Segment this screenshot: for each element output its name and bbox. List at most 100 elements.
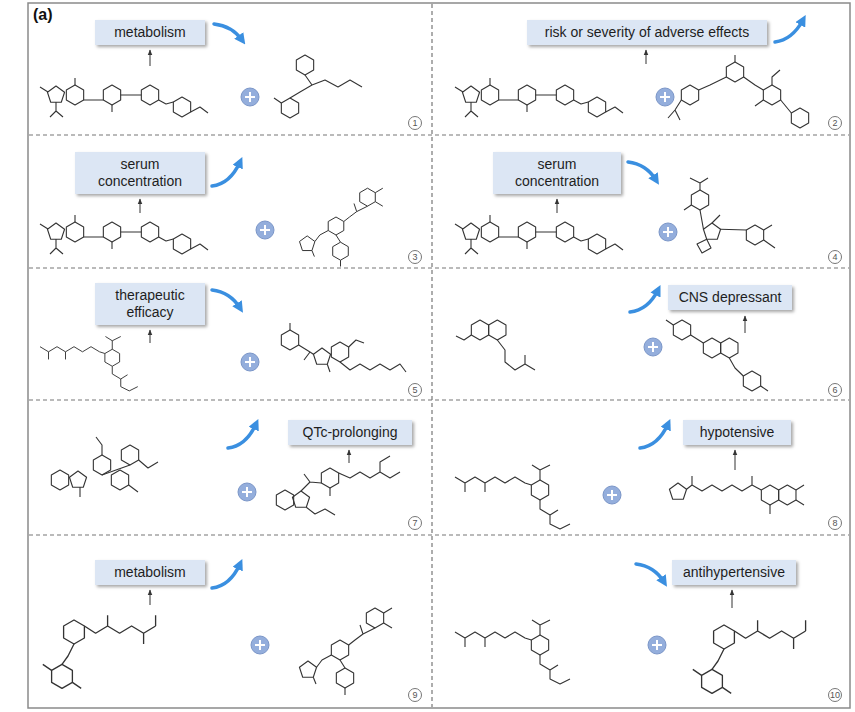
- trend-arrow: [214, 24, 242, 40]
- plus-symbol: [238, 483, 256, 501]
- molecule-structure: [455, 465, 570, 529]
- trend-arrow: [212, 162, 240, 186]
- molecule-structure: [331, 342, 348, 362]
- molecule-structure: [743, 371, 760, 391]
- molecule-structure: [281, 330, 298, 350]
- plus-symbol: [652, 640, 662, 650]
- molecule-structure: [703, 223, 720, 239]
- plus-symbol: [656, 88, 674, 106]
- molecule-structure: [313, 348, 330, 364]
- effect-label: serum concentration: [98, 156, 182, 189]
- plus-symbol: [603, 486, 621, 504]
- plus-symbol: [648, 636, 666, 654]
- molecule-structure: [779, 485, 796, 505]
- plus-symbol: [648, 636, 666, 654]
- callout-number: 10: [828, 688, 842, 702]
- effect-box: serum concentration: [493, 152, 621, 194]
- effect-box: metabolism: [95, 20, 205, 45]
- panel-divider: [29, 4, 849, 707]
- plus-symbol: [659, 223, 677, 241]
- effect-label: antihypertensive: [683, 564, 785, 580]
- effect-box: CNS depressant: [668, 285, 792, 310]
- callout-number: 5: [408, 383, 422, 397]
- plus-symbol: [256, 221, 274, 239]
- plus-symbol: [238, 483, 256, 501]
- effect-label: serum concentration: [515, 156, 599, 189]
- molecule-structure: [687, 476, 804, 514]
- pointer-arrow: [557, 199, 558, 213]
- molecule-structure: [681, 85, 698, 105]
- panel-title: (a): [33, 6, 53, 24]
- molecule-structure: [43, 615, 156, 688]
- molecule-structure: [40, 215, 208, 254]
- callout-number: 6: [828, 383, 842, 397]
- plus-symbol: [251, 636, 269, 654]
- plus-symbol: [255, 640, 265, 650]
- trend-arrow: [628, 162, 656, 180]
- pointer-arrow: [150, 50, 151, 66]
- plus-symbol: [659, 223, 677, 241]
- molecule-structure: [455, 620, 570, 684]
- molecule-structure: [669, 483, 686, 499]
- pointer-arrow: [349, 450, 350, 463]
- plus-symbol: [260, 225, 270, 235]
- effect-label: QTc-prolonging: [303, 424, 398, 440]
- molecule-structure: [281, 98, 298, 118]
- plus-symbol: [241, 353, 259, 371]
- molecule-structure: [455, 215, 623, 254]
- callout-number: 7: [408, 516, 422, 530]
- trend-arrow: [636, 564, 664, 582]
- panel-divider: [29, 534, 849, 535]
- plus-symbol: [245, 92, 255, 102]
- molecule-structure: [471, 320, 488, 340]
- effect-label: risk or severity of adverse effects: [545, 24, 749, 40]
- effect-box: therapeutic efficacy: [95, 283, 205, 325]
- molecule-structure: [684, 178, 775, 253]
- molecule-structure: [726, 62, 743, 82]
- molecule-structure: [746, 225, 763, 245]
- pointer-arrow: [646, 50, 647, 64]
- effect-box: risk or severity of adverse effects: [527, 20, 767, 45]
- molecule-structure: [276, 490, 293, 510]
- plus-symbol: [648, 342, 658, 352]
- molecule-structure: [693, 620, 806, 693]
- plus-symbol: [241, 88, 259, 106]
- pointer-arrow: [150, 590, 151, 605]
- figure-frame: [28, 3, 850, 708]
- molecule-structure: [93, 455, 110, 475]
- trend-arrow: [775, 20, 803, 42]
- molecule-structure: [290, 323, 406, 372]
- molecule-structure: [51, 470, 68, 490]
- molecule-structure: [299, 608, 392, 695]
- trend-arrow: [228, 424, 256, 448]
- pointer-arrow: [140, 50, 745, 608]
- plus-symbol: [241, 88, 259, 106]
- plus-symbol: [241, 353, 259, 371]
- molecule-structure: [274, 75, 362, 103]
- molecule-structure: [761, 485, 778, 505]
- molecule-structure: [666, 320, 768, 391]
- trend-arrow: [212, 564, 240, 588]
- molecule-structure: [301, 456, 400, 515]
- molecule-structure: [721, 338, 738, 358]
- pointer-arrow: [735, 450, 736, 470]
- effect-label: therapeutic efficacy: [115, 287, 184, 320]
- plus-symbol: [644, 338, 662, 356]
- effect-label: hypotensive: [700, 424, 775, 440]
- effect-label: CNS depressant: [679, 289, 782, 305]
- plus-symbol: [238, 88, 677, 654]
- molecule-structure: [111, 470, 128, 490]
- callout-number: 9: [408, 688, 422, 702]
- molecule-structure: [691, 190, 708, 210]
- molecule-structure: [40, 78, 208, 117]
- callout-number: 1: [408, 116, 422, 130]
- callout-number: 8: [828, 516, 842, 530]
- pointer-arrow: [140, 199, 141, 213]
- molecule-structure: [489, 320, 506, 340]
- trend-arrow: [640, 424, 668, 448]
- plus-symbol: [656, 88, 674, 106]
- effect-box: hypotensive: [683, 420, 791, 445]
- plus-symbol: [644, 338, 662, 356]
